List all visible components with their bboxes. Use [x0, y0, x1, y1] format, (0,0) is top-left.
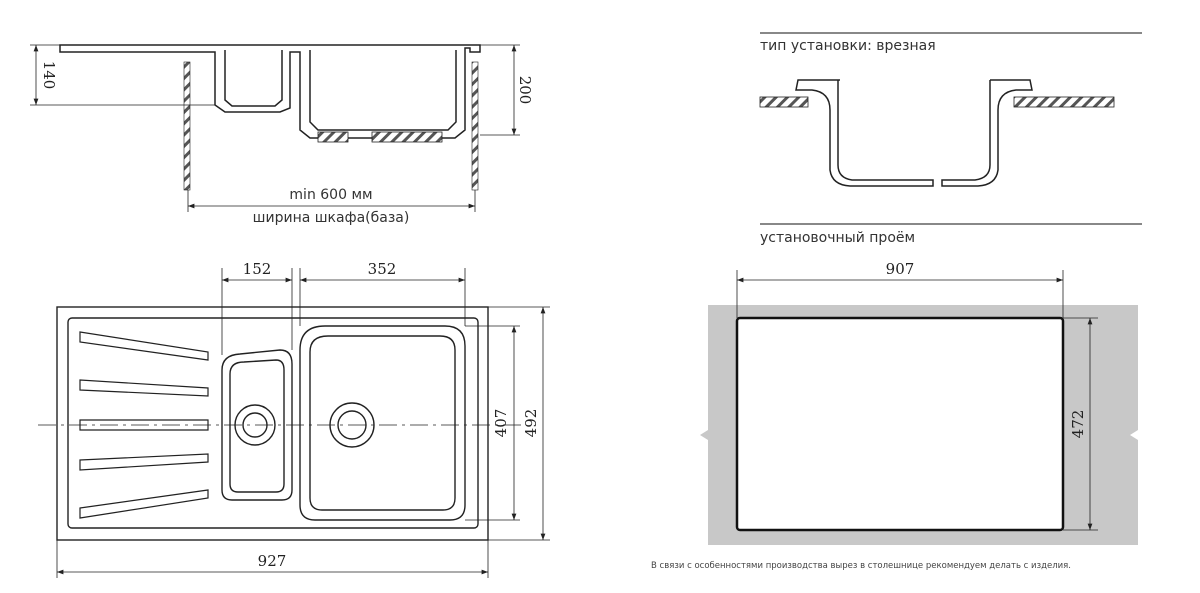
dim-407: 407	[492, 409, 510, 438]
dim-472: 472	[1069, 410, 1087, 439]
drain-hatch-left	[317, 131, 349, 143]
dim-927: 927	[258, 552, 287, 570]
install-type-label: тип установки: врезная	[760, 38, 936, 54]
dim-352: 352	[368, 260, 397, 278]
top-view	[38, 268, 550, 578]
dim-907: 907	[886, 260, 915, 278]
drainboard-grooves	[79, 331, 209, 519]
drain-hatch-right	[371, 131, 443, 143]
opening-label: установочный проём	[760, 230, 915, 246]
cutout-view	[700, 270, 1138, 545]
cabinet-wall-right	[471, 61, 479, 191]
side-view	[30, 44, 520, 212]
sink-outline	[56, 306, 489, 541]
large-bowl	[299, 325, 466, 521]
dim-152: 152	[243, 260, 272, 278]
dim-200: 200	[516, 76, 534, 105]
cabinet-wall-left	[183, 61, 191, 191]
cutout-note: В связи с особенностями производства выр…	[651, 561, 1071, 571]
cutout-opening	[735, 316, 1065, 532]
min-width-label: min 600 мм	[289, 187, 372, 203]
cabinet-width-label: ширина шкафа(база)	[253, 210, 410, 226]
countertop-profile	[59, 44, 481, 139]
small-bowl	[221, 349, 293, 501]
dim-140: 140	[40, 61, 58, 90]
cross-section	[759, 79, 1115, 187]
dim-492: 492	[522, 409, 540, 438]
